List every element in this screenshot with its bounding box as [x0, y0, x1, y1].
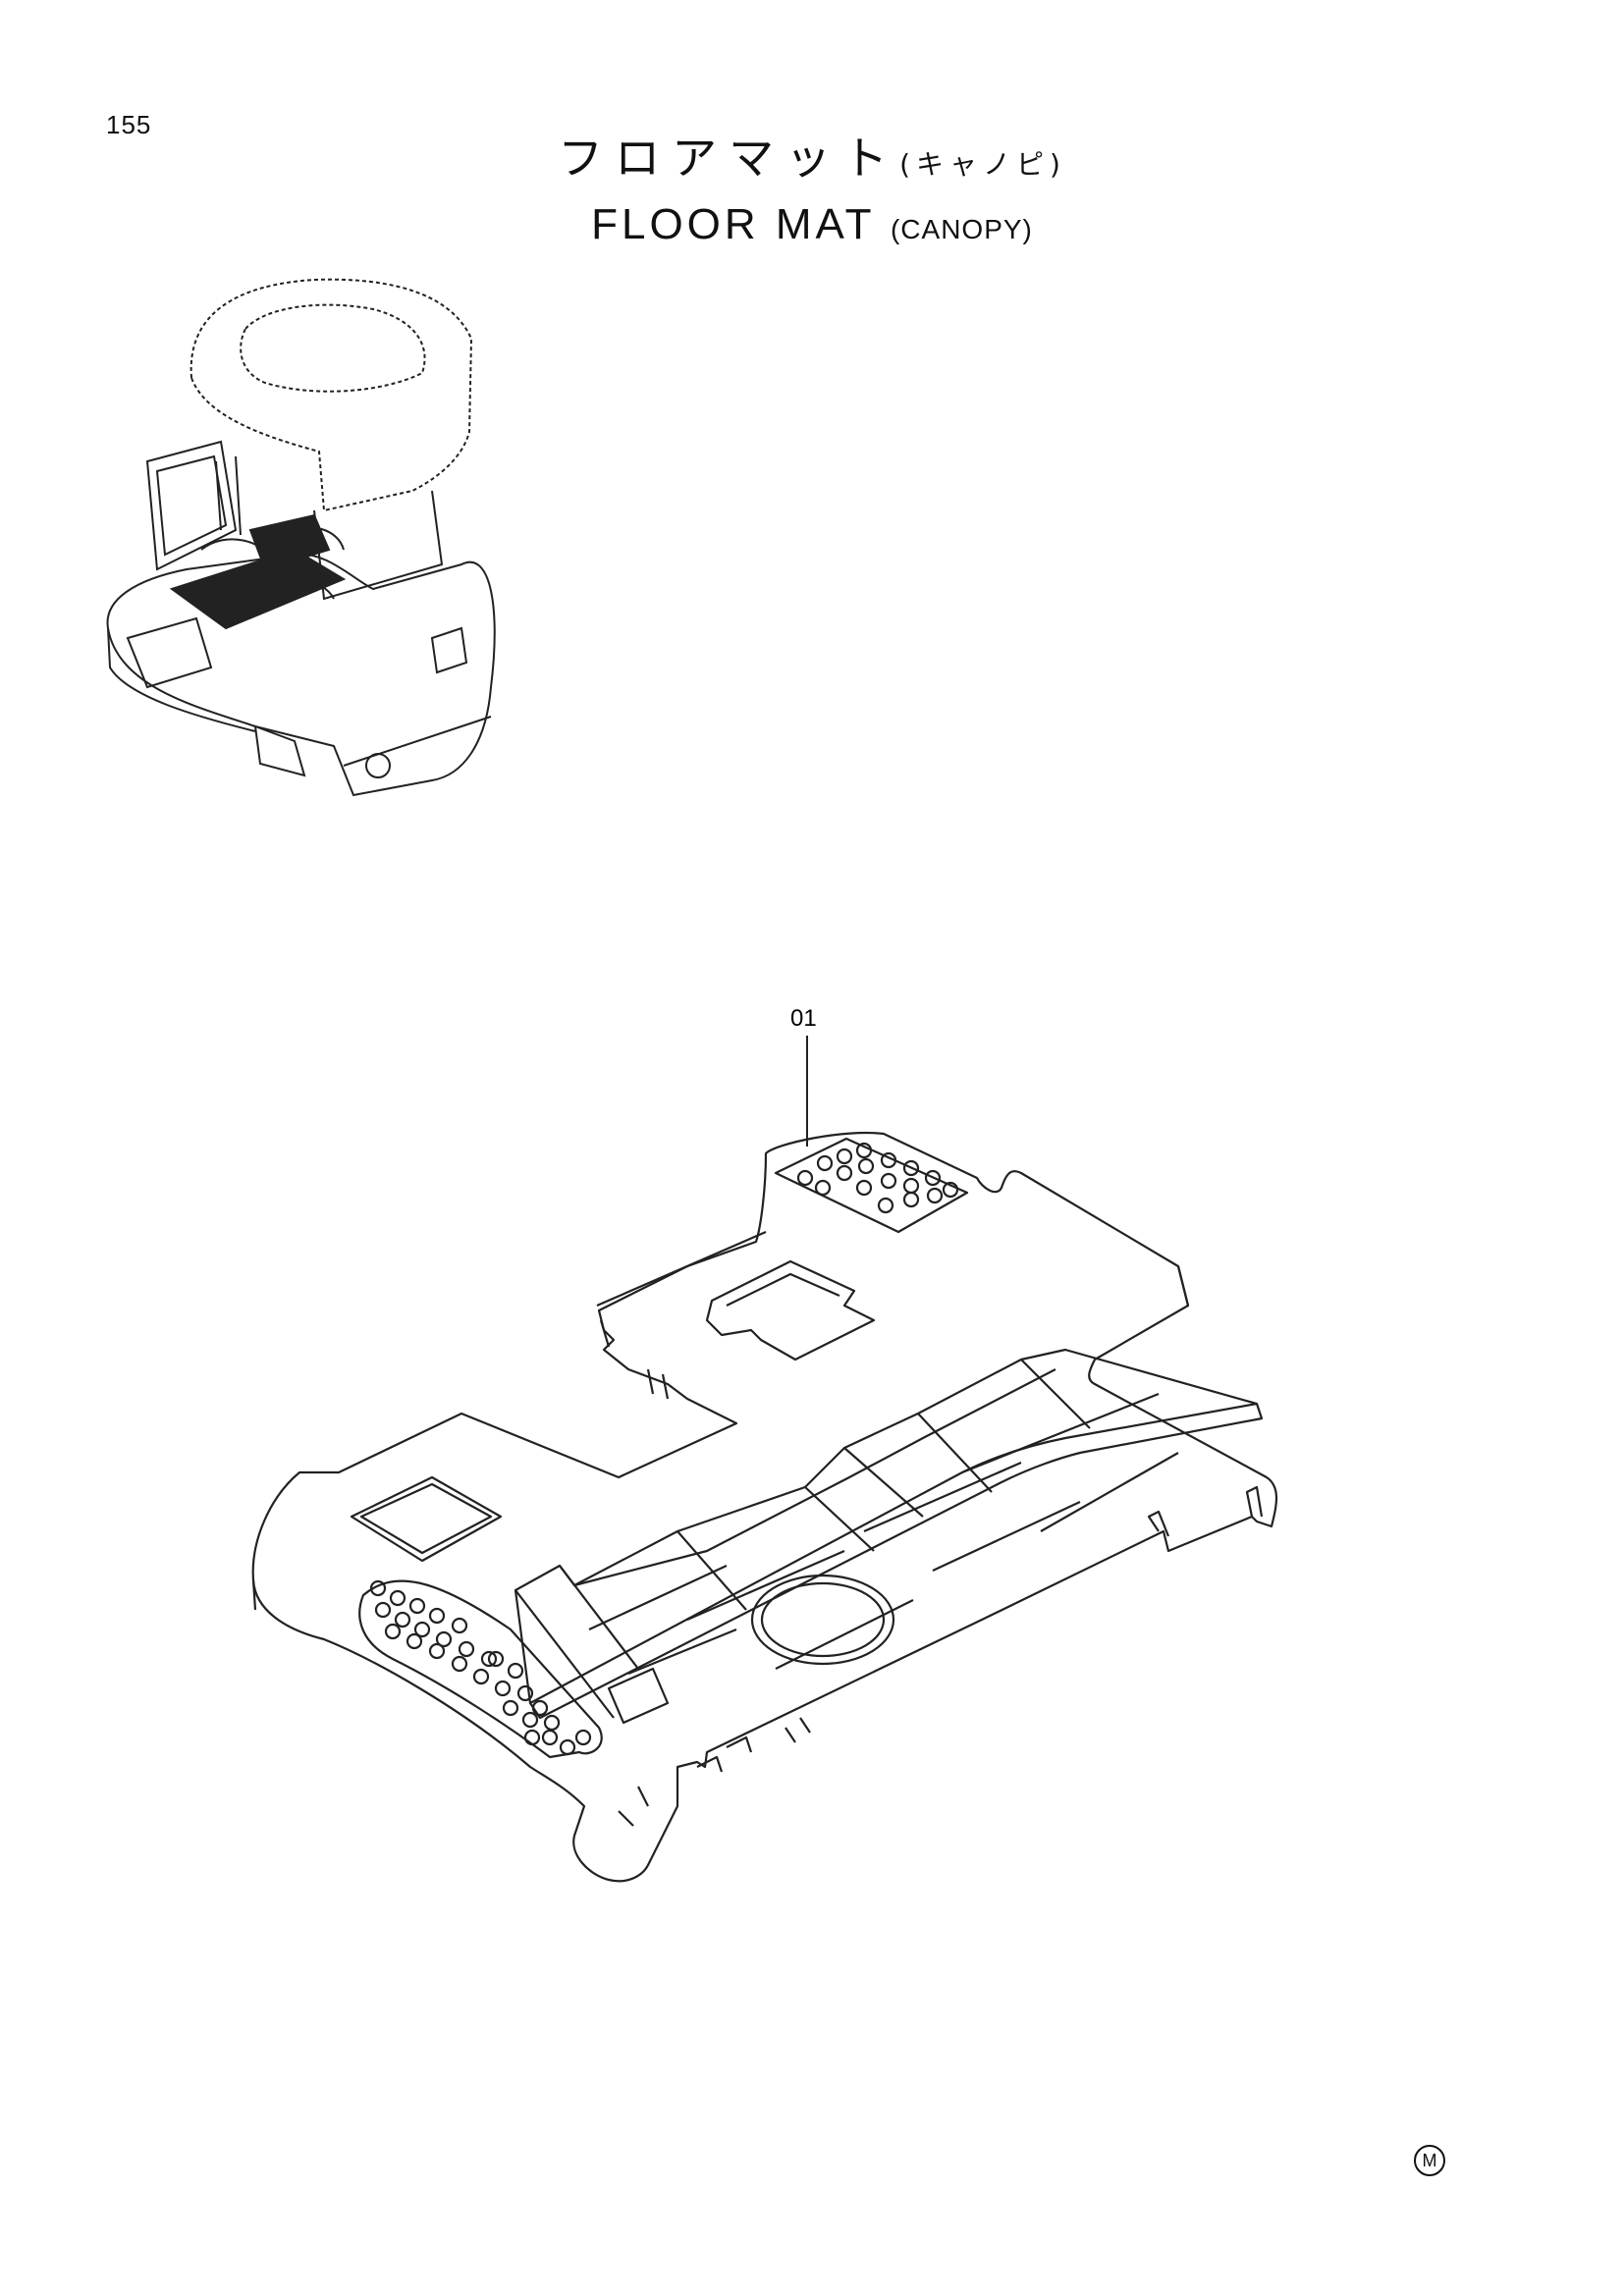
title-japanese-main: フロアマット [558, 132, 900, 185]
title-english-main: FLOOR MAT [591, 200, 875, 248]
pad-holes-top [796, 1142, 959, 1214]
floor-mat-drawing [251, 1131, 1278, 1883]
title-japanese: フロアマット(キャノピ) [0, 128, 1624, 195]
callout-label: 01 [790, 1005, 817, 1032]
callout-01: 01 [790, 1005, 817, 1147]
pad-holes-left [369, 1579, 592, 1756]
overview-machine-illustration [106, 278, 496, 797]
title-english: FLOOR MAT (CANOPY) [0, 195, 1624, 259]
title-japanese-sub: (キャノピ) [899, 148, 1066, 181]
title-english-sub: (CANOPY) [890, 214, 1033, 244]
title-block: フロアマット(キャノピ) FLOOR MAT (CANOPY) [0, 128, 1624, 259]
page-number: 155 [106, 110, 152, 139]
manufacturer-mark-icon: M [1414, 2145, 1445, 2176]
